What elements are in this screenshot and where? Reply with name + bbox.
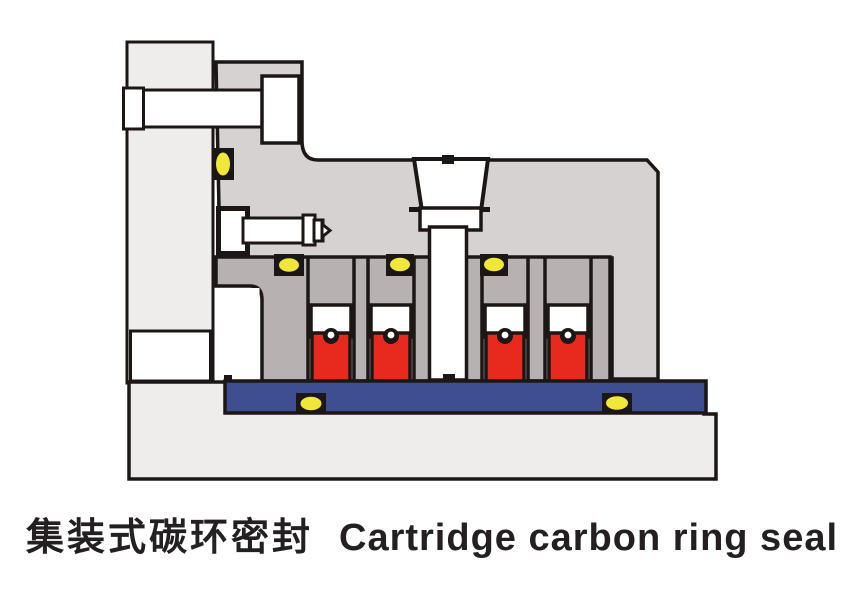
sleeve-o-rings: [296, 393, 632, 412]
chamber-partitions: [306, 256, 593, 381]
spring-pocket: [483, 303, 527, 339]
carbon-ring-unit: [369, 303, 413, 386]
port-notch: [442, 155, 454, 164]
sleeve-tab: [224, 375, 232, 382]
o-ring-icon: [300, 396, 322, 411]
face-o-ring: [212, 148, 234, 180]
o-ring-icon: [390, 257, 410, 272]
figure-caption: 集装式碳环密封 Cartridge carbon ring seal: [0, 516, 864, 562]
o-ring-icon: [216, 152, 230, 176]
carbon-ring-unit: [309, 303, 353, 386]
cartridge-seal-diagram: [122, 40, 718, 481]
port-step-right: [476, 207, 490, 212]
bore-gap: [214, 288, 260, 379]
pin-tip: [564, 331, 572, 339]
port-socket: [411, 157, 491, 213]
flush-port: [409, 155, 491, 382]
screw-shaft: [241, 216, 307, 245]
pin-tip: [327, 331, 335, 339]
gland-bolt-shaft: [127, 88, 265, 129]
o-ring-icon: [606, 396, 628, 410]
gland-bolt-assembly: [122, 74, 301, 145]
caption-chinese: 集装式碳环密封: [25, 517, 313, 559]
port-step-left: [409, 207, 422, 212]
carbon-ring-unit: [546, 303, 590, 386]
set-screw-assembly: [216, 206, 333, 256]
cartridge-o-rings: [274, 254, 508, 276]
gland-nut: [260, 74, 301, 145]
flange-relief-notch: [129, 329, 212, 383]
o-ring-icon: [279, 258, 299, 272]
screw-tip: [320, 220, 333, 241]
pin-tip: [501, 331, 509, 339]
gland-bolt-head: [122, 86, 145, 131]
o-ring-icon: [484, 257, 504, 272]
pin-tip: [387, 331, 395, 339]
screw-head: [221, 211, 245, 251]
stem-foot-notch: [443, 374, 455, 382]
carbon-ring-unit: [483, 303, 527, 386]
caption-english: Cartridge carbon ring seal: [339, 517, 839, 559]
port-stem: [427, 225, 469, 382]
